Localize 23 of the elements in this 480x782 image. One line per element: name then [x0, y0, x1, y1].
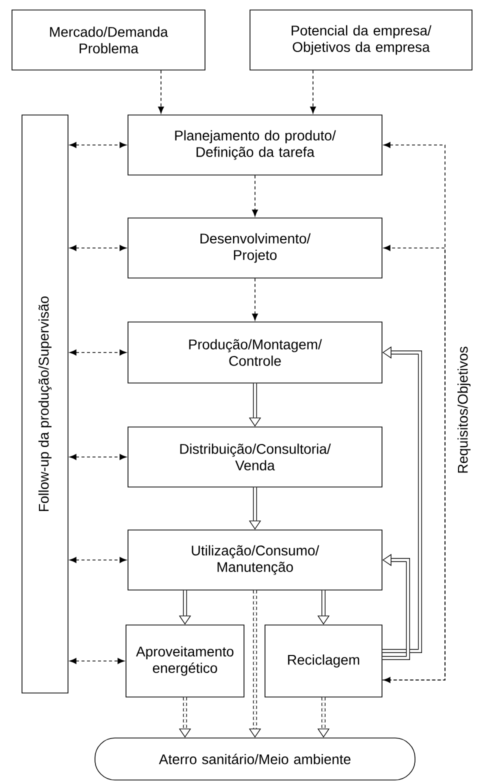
arrow: [158, 70, 164, 114]
process-box: Desenvolvimento/ Projeto: [128, 218, 382, 278]
arrow: [70, 245, 126, 251]
arrow: [382, 245, 446, 680]
input-box: Mercado/Demanda Problema: [12, 10, 206, 70]
arrow: [252, 175, 258, 216]
arrow: [310, 70, 316, 114]
process-box: Aproveitamento energético: [126, 624, 244, 698]
input-box: Potencial da empresa/ Objetivos da empresa: [250, 10, 472, 70]
process-box: Planejamento do produto/ Definição da tarefa: [128, 114, 382, 176]
process-box: Utilização/Consumo/ Manutenção: [128, 530, 382, 590]
arrow: [70, 658, 124, 664]
supervision-bar: Follow-up da produção/Supervisão: [22, 114, 68, 694]
process-box: Distribuição/Consultoria/ Venda: [128, 426, 382, 488]
arrow: [70, 142, 126, 148]
side-label: Requisitos/Objetivos: [457, 346, 471, 473]
arrow: [70, 454, 126, 460]
process-box: Reciclagem: [264, 624, 382, 698]
arrow: [70, 557, 126, 563]
arrow: [70, 350, 126, 356]
process-box: Produção/Montagem/ Controle: [128, 322, 382, 384]
arrow: [252, 278, 258, 320]
arrow: [384, 142, 446, 683]
